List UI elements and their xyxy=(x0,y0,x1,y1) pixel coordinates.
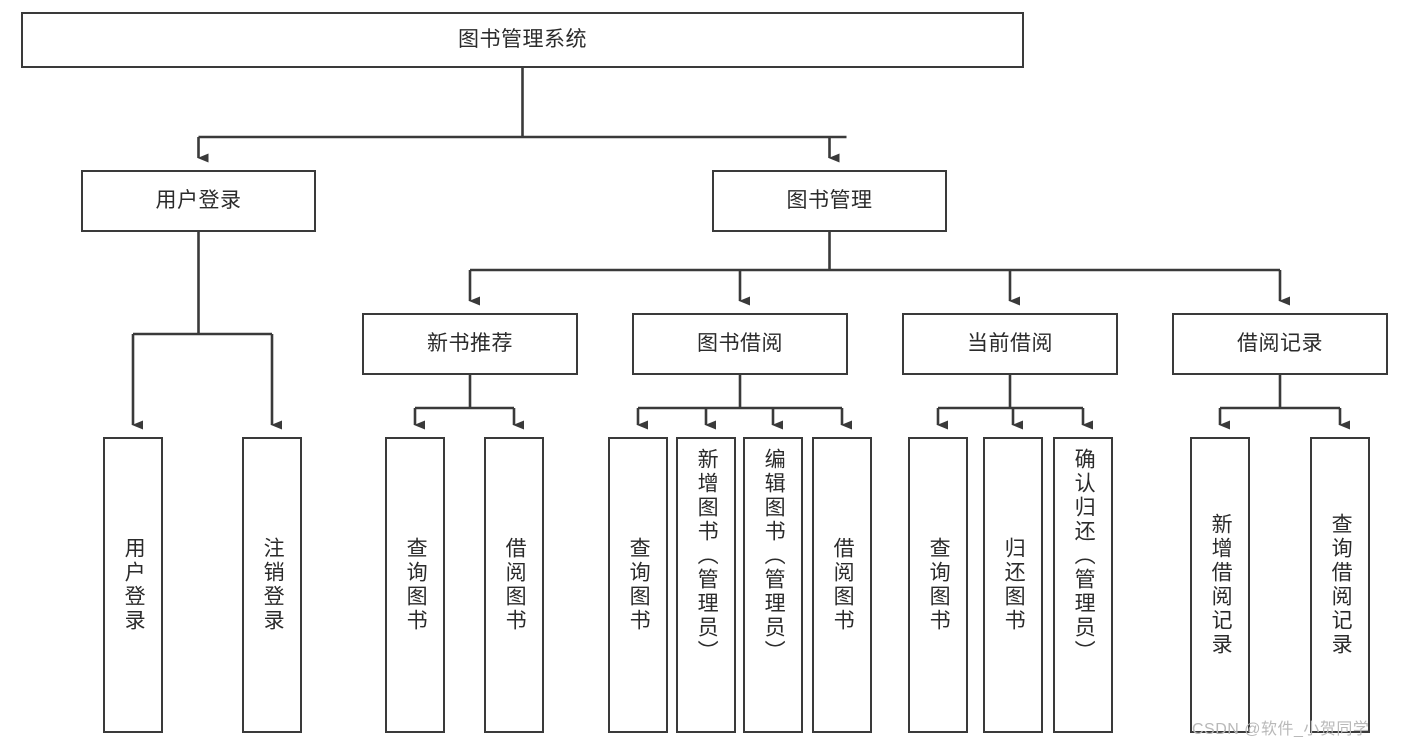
node-leaf-user-login[interactable]: 用户登录 xyxy=(103,437,163,733)
node-leaf-borrow-book-rec[interactable]: 借阅图书 xyxy=(484,437,544,733)
node-leaf-query-book-cur-label: 查询图书 xyxy=(927,537,951,633)
node-book-borrow-label: 图书借阅 xyxy=(697,331,783,355)
node-book-manage[interactable]: 图书管理 xyxy=(712,170,947,232)
node-leaf-add-book-label: 新增图书（管理员） xyxy=(695,448,719,664)
node-root-label: 图书管理系统 xyxy=(458,27,587,51)
node-leaf-borrow-book-rec-label: 借阅图书 xyxy=(503,537,527,633)
node-user-login-label: 用户登录 xyxy=(155,188,242,212)
edge-group-new-book-recommend xyxy=(413,375,524,430)
node-leaf-return-book-label: 归还图书 xyxy=(1002,537,1026,633)
edge-group-user-login xyxy=(131,232,282,430)
node-current-borrow[interactable]: 当前借阅 xyxy=(902,313,1118,375)
node-leaf-confirm-return[interactable]: 确认归还（管理员） xyxy=(1053,437,1113,733)
node-leaf-edit-book-label: 编辑图书（管理员） xyxy=(762,448,786,664)
edge-group-book-borrow xyxy=(636,375,852,430)
node-leaf-add-book[interactable]: 新增图书（管理员） xyxy=(676,437,736,733)
node-leaf-user-login-label: 用户登录 xyxy=(122,537,146,633)
node-leaf-query-book-cur[interactable]: 查询图书 xyxy=(908,437,968,733)
node-user-login[interactable]: 用户登录 xyxy=(81,170,316,232)
node-book-manage-label: 图书管理 xyxy=(786,188,873,212)
edge-group-book-manage xyxy=(468,232,1290,306)
node-leaf-borrow-book-label: 借阅图书 xyxy=(831,537,855,633)
node-borrow-record[interactable]: 借阅记录 xyxy=(1172,313,1388,375)
node-leaf-query-book-rec-label: 查询图书 xyxy=(404,537,428,633)
edge-group-borrow-record xyxy=(1218,375,1350,430)
node-leaf-query-record-label: 查询借阅记录 xyxy=(1329,513,1353,657)
node-leaf-confirm-return-label: 确认归还（管理员） xyxy=(1072,448,1096,664)
node-current-borrow-label: 当前借阅 xyxy=(967,331,1053,355)
node-new-book-recommend[interactable]: 新书推荐 xyxy=(362,313,578,375)
node-leaf-user-logout-label: 注销登录 xyxy=(261,537,285,633)
node-leaf-return-book[interactable]: 归还图书 xyxy=(983,437,1043,733)
node-leaf-borrow-book[interactable]: 借阅图书 xyxy=(812,437,872,733)
node-book-borrow[interactable]: 图书借阅 xyxy=(632,313,848,375)
node-leaf-query-book-label: 查询图书 xyxy=(627,537,651,633)
node-leaf-query-book[interactable]: 查询图书 xyxy=(608,437,668,733)
node-leaf-add-record[interactable]: 新增借阅记录 xyxy=(1190,437,1250,733)
node-new-book-recommend-label: 新书推荐 xyxy=(427,331,513,355)
node-root[interactable]: 图书管理系统 xyxy=(21,12,1024,68)
node-leaf-user-logout[interactable]: 注销登录 xyxy=(242,437,302,733)
node-borrow-record-label: 借阅记录 xyxy=(1237,331,1323,355)
edge-group-root xyxy=(197,68,847,163)
node-leaf-query-record[interactable]: 查询借阅记录 xyxy=(1310,437,1370,733)
node-leaf-edit-book[interactable]: 编辑图书（管理员） xyxy=(743,437,803,733)
edge-group-current-borrow xyxy=(936,375,1093,430)
node-leaf-query-book-rec[interactable]: 查询图书 xyxy=(385,437,445,733)
node-leaf-add-record-label: 新增借阅记录 xyxy=(1209,513,1233,657)
